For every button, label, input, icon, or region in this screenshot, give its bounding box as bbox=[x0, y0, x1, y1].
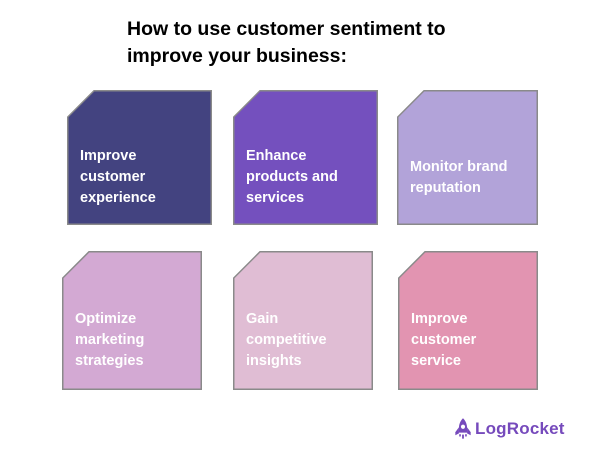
card-shape bbox=[67, 90, 212, 225]
card-label: Improve customer experience bbox=[80, 148, 156, 206]
card-label: Improve customer service bbox=[411, 311, 477, 369]
card-improve-customer-service: Improve customer service bbox=[398, 251, 538, 390]
card-shape bbox=[62, 251, 202, 390]
card-shape bbox=[397, 90, 538, 225]
card-label: Optimize marketing strategies bbox=[75, 311, 145, 369]
card-background bbox=[67, 90, 212, 225]
card-background bbox=[233, 90, 378, 225]
logo-wordmark: LogRocket bbox=[475, 419, 565, 438]
card-label: Enhance products and services bbox=[246, 148, 338, 206]
card-enhance-products-services: Enhance products and services bbox=[233, 90, 378, 225]
card-background bbox=[233, 251, 373, 390]
card-gain-competitive-insights: Gain competitive insights bbox=[233, 251, 373, 390]
rocket-icon bbox=[454, 417, 472, 441]
card-shape bbox=[233, 90, 378, 225]
card-shape bbox=[398, 251, 538, 390]
card-label: Gain competitive insights bbox=[246, 311, 327, 369]
page-title: How to use customer sentiment to improve… bbox=[127, 18, 446, 67]
card-optimize-marketing-strategies: Optimize marketing strategies bbox=[62, 251, 202, 390]
card-monitor-brand-reputation: Monitor brand reputation bbox=[397, 90, 538, 225]
card-background bbox=[397, 90, 538, 225]
card-label: Monitor brand reputation bbox=[410, 158, 508, 196]
card-background bbox=[62, 251, 202, 390]
card-improve-customer-experience: Improve customer experience bbox=[67, 90, 212, 225]
card-shape bbox=[233, 251, 373, 390]
logrocket-logo: LogRocket bbox=[454, 417, 565, 441]
card-background bbox=[398, 251, 538, 390]
